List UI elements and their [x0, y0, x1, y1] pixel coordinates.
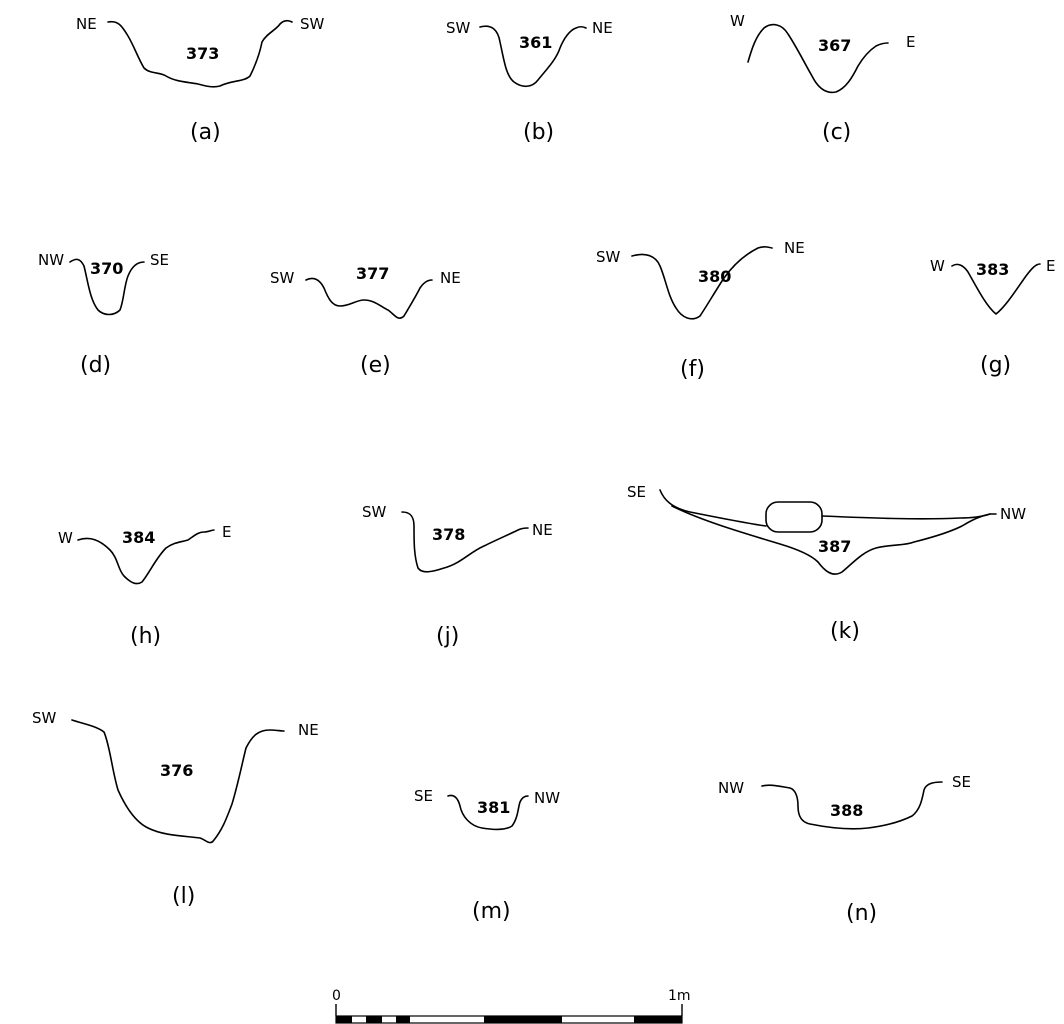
profile-e-outline — [305, 277, 433, 319]
profile-e-left-label: SW — [270, 269, 295, 287]
profile-g-right-label: E — [1046, 257, 1055, 275]
profile-k-right-label: NW — [1000, 505, 1026, 523]
profile-c-panel-letter: (c) — [822, 120, 851, 145]
profile-d-feature-number: 370 — [90, 259, 123, 278]
profile-h-panel-letter: (h) — [130, 624, 161, 649]
profile-n-outline — [761, 781, 943, 830]
profile-a-panel-letter: (a) — [190, 120, 221, 145]
scale-bar-end-label: 1m — [668, 988, 691, 1004]
profile-k-left-label: SE — [627, 483, 646, 501]
profile-e-right-label: NE — [440, 269, 461, 287]
profile-g-outline — [951, 263, 1041, 315]
profile-g-left-label: W — [930, 257, 945, 275]
profile-k-feature-number: 387 — [818, 537, 851, 556]
profile-m-right-label: NW — [534, 789, 560, 807]
profile-d-panel-letter: (d) — [80, 353, 111, 378]
profile-h-left-label: W — [58, 529, 73, 547]
scale-bar-segment-2 — [366, 1016, 382, 1023]
profile-f-feature-number: 380 — [698, 267, 731, 286]
profile-l-feature-number: 376 — [160, 761, 193, 780]
profile-h-outline — [77, 529, 215, 585]
profile-g-panel-letter: (g) — [980, 353, 1011, 378]
profile-a-left-label: NE — [76, 15, 97, 33]
profile-g: W E 383 (g) — [930, 257, 1055, 378]
profile-f-right-label: NE — [784, 239, 805, 257]
profile-c-outline — [747, 23, 889, 94]
profile-m-panel-letter: (m) — [472, 899, 511, 924]
scale-bar-segment-5 — [634, 1016, 682, 1023]
profile-m: SE NW 381 (m) — [414, 787, 560, 924]
profile-l-outline — [71, 719, 285, 844]
profile-m-feature-number: 381 — [477, 798, 510, 817]
profile-b-feature-number: 361 — [519, 33, 552, 52]
profile-f: SW NE 380 (f) — [596, 239, 805, 382]
profile-n-feature-number: 388 — [830, 801, 863, 820]
profile-c-left-label: W — [730, 12, 745, 30]
profile-k-outline — [659, 489, 767, 527]
profile-a-outline — [107, 19, 293, 88]
profile-d-right-label: SE — [150, 251, 169, 269]
profile-f-outline — [631, 246, 773, 320]
profile-b-outline — [479, 25, 587, 88]
profile-h-right-label: E — [222, 523, 231, 541]
profile-b: SW NE 361 (b) — [446, 19, 613, 145]
profile-e-panel-letter: (e) — [360, 353, 391, 378]
profile-j-left-label: SW — [362, 503, 387, 521]
profile-j-outline — [401, 511, 529, 573]
profile-c-right-label: E — [906, 33, 915, 51]
profile-k-upper-fill-line — [821, 513, 991, 520]
profile-n-panel-letter: (n) — [846, 901, 877, 926]
scale-bar-segment-3 — [396, 1016, 410, 1023]
profile-m-left-label: SE — [414, 787, 433, 805]
scale-bar: 0 1m — [332, 988, 691, 1024]
profile-f-panel-letter: (f) — [680, 357, 705, 382]
profile-k-panel-letter: (k) — [830, 619, 860, 644]
scale-bar-segment-1 — [336, 1016, 352, 1023]
profile-l-panel-letter: (l) — [172, 884, 195, 909]
profile-a-feature-number: 373 — [186, 44, 219, 63]
profile-b-right-label: NE — [592, 19, 613, 37]
profile-l: SW NE 376 (l) — [32, 709, 319, 909]
profile-k-stone — [765, 501, 823, 533]
profile-j-right-label: NE — [532, 521, 553, 539]
profile-g-feature-number: 383 — [976, 260, 1009, 279]
profile-a-right-label: SW — [300, 15, 325, 33]
profile-l-left-label: SW — [32, 709, 57, 727]
profile-d-outline — [69, 258, 145, 316]
profile-j-feature-number: 378 — [432, 525, 465, 544]
profile-a: NE SW 373 (a) — [76, 15, 325, 145]
profile-l-right-label: NE — [298, 721, 319, 739]
scale-bar-segment-4 — [484, 1016, 562, 1023]
profile-c-feature-number: 367 — [818, 36, 851, 55]
profile-m-outline — [447, 794, 529, 831]
profile-h-feature-number: 384 — [122, 528, 155, 547]
profile-j: SW NE 378 (j) — [362, 503, 553, 649]
profile-e-feature-number: 377 — [356, 264, 389, 283]
profile-c: W E 367 (c) — [730, 12, 915, 145]
profile-b-panel-letter: (b) — [523, 120, 554, 145]
profile-n-left-label: NW — [718, 779, 744, 797]
profile-k-lower-profile — [671, 505, 997, 575]
profile-d-left-label: NW — [38, 251, 64, 269]
scale-bar-start-label: 0 — [332, 988, 341, 1004]
profile-f-left-label: SW — [596, 248, 621, 266]
profile-d: NW SE 370 (d) — [38, 251, 169, 378]
profile-b-left-label: SW — [446, 19, 471, 37]
profile-h: W E 384 (h) — [58, 523, 231, 649]
profile-k: SE NW 387 (k) — [627, 483, 1026, 644]
profile-n: NW SE 388 (n) — [718, 773, 971, 926]
profile-j-panel-letter: (j) — [436, 624, 459, 649]
profile-n-right-label: SE — [952, 773, 971, 791]
profile-e: SW NE 377 (e) — [270, 264, 461, 378]
